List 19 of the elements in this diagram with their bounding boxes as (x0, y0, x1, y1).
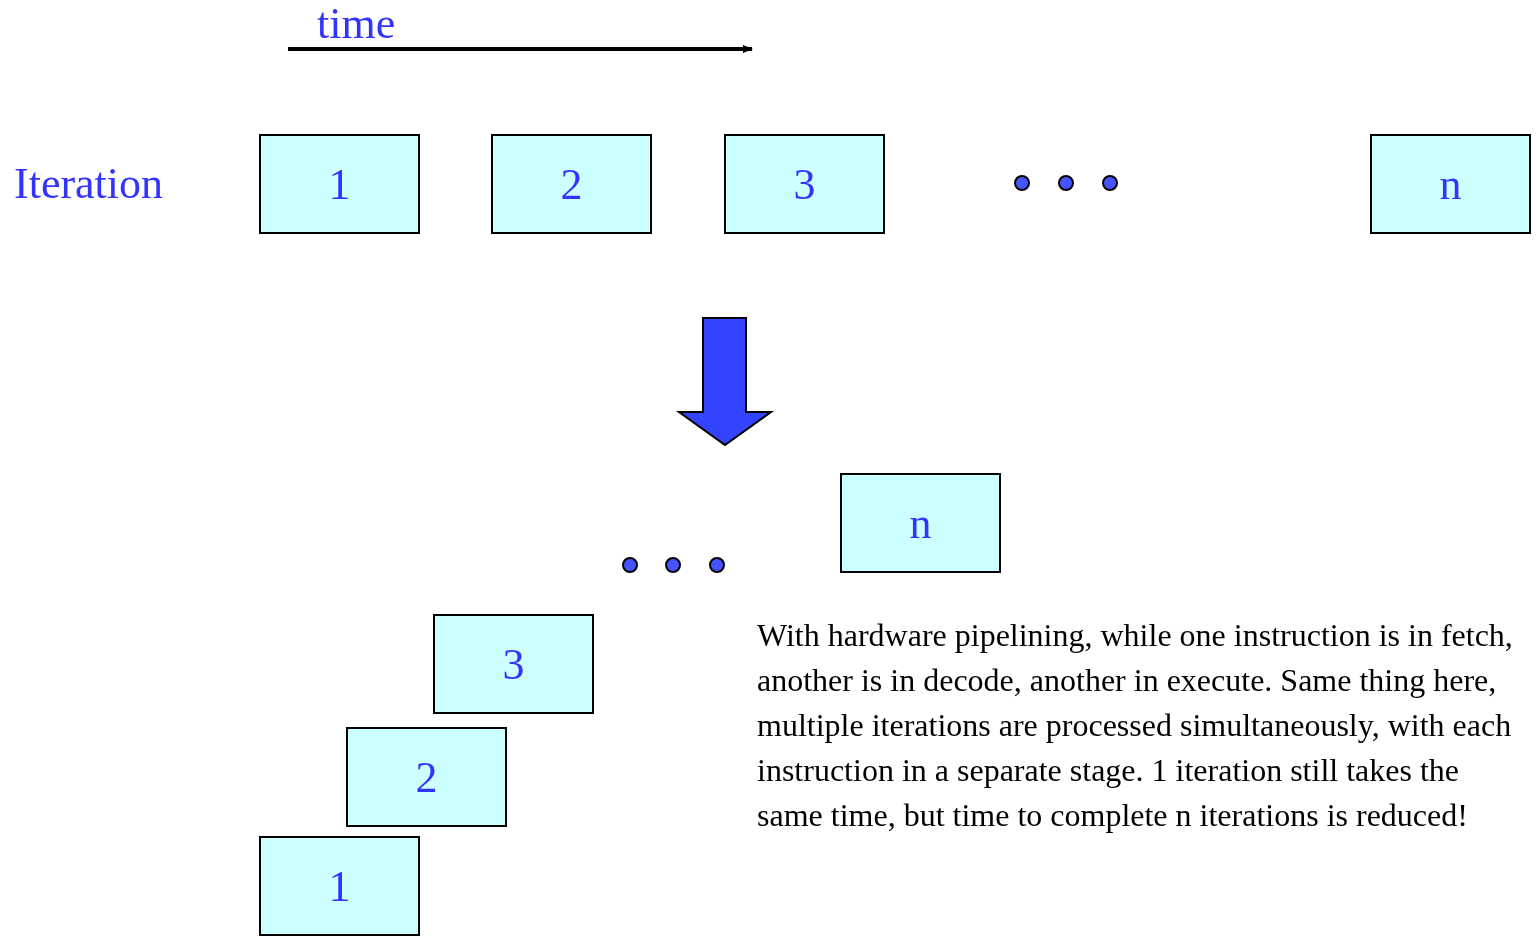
iteration-number: 2 (560, 158, 583, 210)
iteration-number: n (909, 497, 932, 549)
iteration-number: 2 (415, 751, 438, 803)
iteration-box (433, 614, 594, 714)
row-label: Iteration (14, 162, 164, 206)
iteration-box (1370, 134, 1531, 234)
iteration-box (346, 727, 507, 827)
iteration-box (491, 134, 652, 234)
note-text: With hardware pipelining, while one instruction is in fetch, another is in decode, another in execute. Same thing here, multiple iterations are processed simultaneously, with each instruction in a separate stage. 1 iteration still takes the same time, but time to complete n iterations is reduced! (757, 616, 1514, 835)
axis-label: time (317, 2, 396, 46)
iteration-number: 3 (793, 158, 816, 210)
iteration-box (724, 134, 885, 234)
iteration-number: 3 (502, 638, 525, 690)
iteration-box (259, 134, 420, 234)
iteration-number: 1 (328, 158, 351, 210)
iteration-number: n (1439, 158, 1462, 210)
iteration-box (259, 836, 420, 936)
iteration-number: 1 (328, 860, 351, 912)
iteration-box (840, 473, 1001, 573)
